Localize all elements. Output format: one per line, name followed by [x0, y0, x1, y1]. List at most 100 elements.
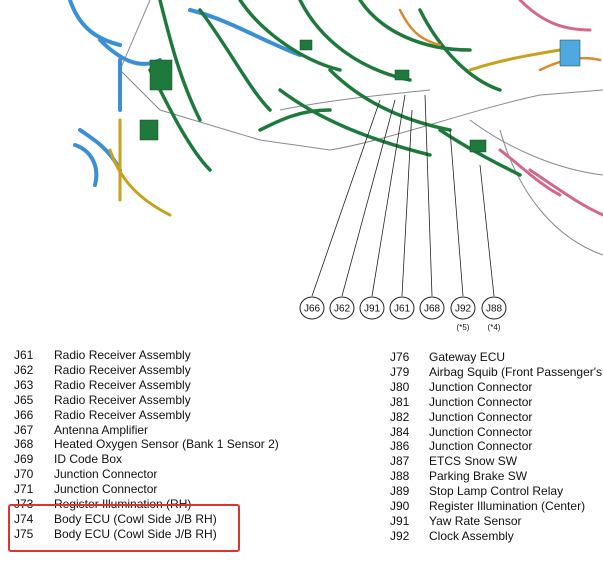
connector-label: Gateway ECU: [429, 350, 506, 364]
callout-j66: J66: [299, 296, 325, 320]
connector-label: ETCS Snow SW: [429, 454, 518, 469]
connector-code: J86: [390, 439, 410, 454]
dashboard-outline: [119, 0, 603, 256]
connector-label: Junction Connector: [429, 394, 533, 409]
callout-circle: [359, 296, 385, 320]
connector-code: J79: [390, 364, 410, 379]
connector-code: J76: [390, 350, 410, 364]
legend-row: J66 Radio Receiver Assembly: [14, 408, 354, 423]
legend-row: J63 Radio Receiver Assembly: [14, 378, 354, 393]
connector-code: J89: [390, 484, 410, 499]
connector-label: Junction Connector: [54, 482, 158, 497]
connector-code: J74: [14, 511, 34, 526]
legend-row: J82 Junction Connector: [390, 410, 603, 425]
legend-row: J65 Radio Receiver Assembly: [14, 393, 354, 408]
connector-label: Stop Lamp Control Relay: [429, 484, 564, 499]
callout-code: J61: [394, 304, 411, 315]
connector-label: Parking Brake SW: [429, 469, 528, 484]
legend-row: J71 Junction Connector: [14, 482, 354, 497]
yellow-harness: [108, 48, 562, 217]
callout-circle: [481, 296, 507, 320]
highlight-box: [8, 504, 240, 552]
connector-label: Clock Assembly: [429, 528, 514, 543]
connector-label: Junction Connector: [429, 424, 533, 439]
connector-code: J61: [14, 348, 34, 362]
callout-code: J91: [364, 304, 381, 315]
legend-row: J68 Heated Oxygen Sensor (Bank 1 Sensor 2…: [14, 437, 354, 452]
connector-code: J87: [390, 454, 410, 469]
connector-code: J82: [390, 409, 410, 424]
legend-row: J90 Register Illumination (Center): [390, 499, 603, 514]
connector-label: Junction Connector: [429, 379, 533, 394]
connector-code: J80: [390, 379, 410, 394]
legend-row: J89 Stop Lamp Control Relay: [390, 484, 603, 499]
connector-code: J65: [14, 392, 34, 407]
legend-row: J87 ETCS Snow SW: [390, 454, 603, 469]
connector-code: J67: [14, 422, 34, 437]
connector-label: Register Illumination (Center): [429, 499, 586, 514]
connector-code: J90: [390, 499, 410, 514]
legend-row: J62 Radio Receiver Assembly: [14, 363, 354, 378]
callout-circle: [419, 296, 445, 320]
connector-label: Junction Connector: [54, 467, 158, 482]
legend-row: J70 Junction Connector: [14, 467, 354, 482]
callout-j88: J88 (*4): [481, 296, 507, 332]
connector-label: Radio Receiver Assembly: [54, 407, 191, 422]
legend-row: J74 Body ECU (Cowl Side J/B RH): [14, 512, 354, 527]
pink-harness: [498, 0, 603, 217]
connector-label: Heated Oxygen Sensor (Bank 1 Sensor 2): [54, 437, 279, 452]
callout-code: J88: [486, 304, 503, 315]
connector-code: J88: [390, 469, 410, 484]
connector-code: J70: [14, 467, 34, 482]
connector-label: Yaw Rate Sensor: [429, 513, 522, 528]
connector-label: Body ECU (Cowl Side J/B RH): [54, 526, 217, 541]
callout-j68: J68: [419, 296, 445, 320]
callout-code: J92: [455, 304, 472, 315]
connector-code: J75: [14, 526, 34, 541]
legend-row: J81 Junction Connector: [390, 395, 603, 410]
callout-circle: [389, 296, 415, 320]
connector-code: J62: [14, 362, 34, 377]
leader-lines: [311, 94, 495, 297]
connector-label: Radio Receiver Assembly: [54, 348, 191, 362]
connector-label: Radio Receiver Assembly: [54, 377, 191, 392]
legend-row: J86 Junction Connector: [390, 439, 603, 454]
callout-j62: J62: [329, 296, 355, 320]
legend-row: J61 Radio Receiver Assembly: [14, 348, 354, 363]
callout-j91: J91: [359, 296, 385, 320]
legend-row: J80 Junction Connector: [390, 380, 603, 395]
connector-code: J71: [14, 482, 34, 497]
legend-row: J91 Yaw Rate Sensor: [390, 514, 603, 529]
callout-code: J62: [334, 304, 351, 315]
callout-circle: [299, 296, 325, 320]
connector-code: J92: [390, 528, 410, 543]
connector-label: Antenna Amplifier: [54, 422, 149, 437]
connector-label: Junction Connector: [429, 409, 533, 424]
connector-code: J68: [14, 437, 34, 452]
connector-code: J63: [14, 377, 34, 392]
callout-j61: J61: [389, 296, 415, 320]
connector-code: J69: [14, 452, 34, 467]
connector-label: Radio Receiver Assembly: [54, 362, 191, 377]
connector-code: J66: [14, 407, 34, 422]
connector-label: Junction Connector: [429, 439, 533, 454]
connector-blocks: [139, 39, 581, 153]
callout-circle: [329, 296, 355, 320]
connector-label: ID Code Box: [54, 452, 123, 467]
legend-row: J67 Antenna Amplifier: [14, 423, 354, 438]
connector-label: Radio Receiver Assembly: [54, 392, 191, 407]
connector-code: J81: [390, 394, 410, 409]
legend-row: J92 Clock Assembly: [390, 529, 603, 544]
connector-label: Body ECU (Cowl Side J/B RH): [54, 511, 217, 526]
connector-label: Airbag Squib (Front Passenger's: [429, 364, 603, 379]
callout-note: (*4): [488, 323, 501, 332]
legend-row: J88 Parking Brake SW: [390, 469, 603, 484]
callout-j92: J92(*5): [450, 296, 476, 332]
callout-circle: [450, 296, 476, 320]
connector-code: J91: [390, 513, 410, 528]
legend-row: J69 ID Code Box: [14, 452, 354, 467]
legend-right-column: J76 Gateway ECU J79 Airbag Squib (Front Pas…: [390, 350, 603, 544]
